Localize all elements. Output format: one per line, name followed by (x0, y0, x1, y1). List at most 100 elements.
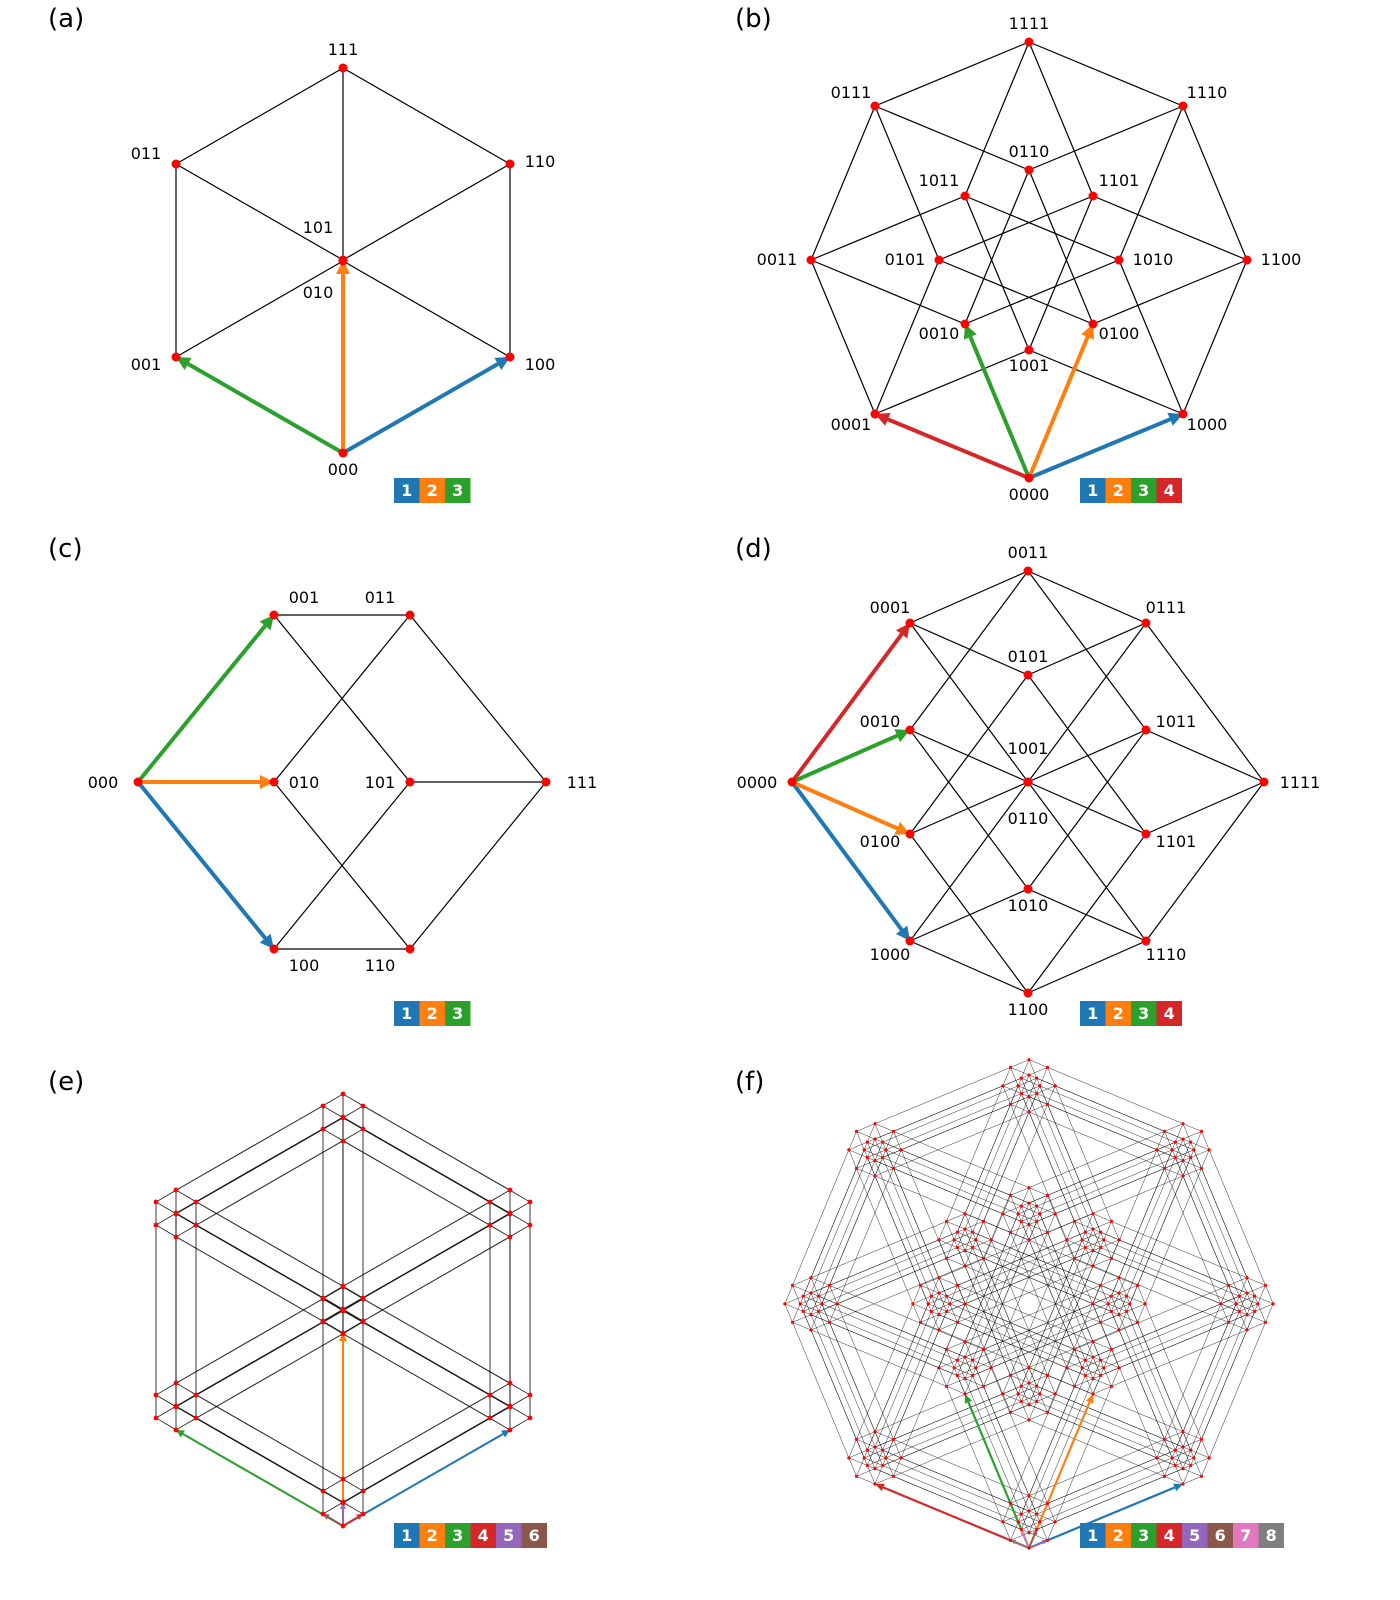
tesseract-edge (938, 259, 1094, 325)
vertex-dot (806, 255, 816, 265)
vertex-dot (937, 1366, 941, 1370)
hypercube-edge (1002, 1067, 1011, 1086)
vertex-dot (1162, 1474, 1167, 1478)
hypercube-edge (938, 1314, 958, 1323)
vertex-dot (153, 1222, 159, 1228)
tesseract-edge (909, 940, 1029, 994)
legend-label-4: 4 (1164, 1004, 1175, 1023)
tesseract-edge (1027, 622, 1147, 783)
hypercube-edge (155, 1394, 177, 1408)
vertex-dot (854, 1437, 859, 1441)
vertex-dot (1065, 1238, 1069, 1242)
vertex-label-0100: 0100 (860, 832, 901, 851)
vertex-dot (817, 1309, 821, 1314)
vertex-dot (360, 1103, 366, 1109)
vertex-dot (1083, 1230, 1087, 1234)
tesseract-edge (909, 622, 1029, 783)
hypercube-edge (155, 1189, 177, 1203)
vertex-dot (505, 352, 515, 362)
tesseract-edge (1092, 195, 1248, 261)
hypercube-edge (864, 1141, 883, 1151)
vertex-dot (1019, 1527, 1023, 1532)
vertex-label-0110: 0110 (1009, 142, 1050, 161)
vertex-dot (1038, 1520, 1042, 1524)
hypercube-edge (803, 1296, 868, 1451)
hypercube-edge (1028, 1503, 1048, 1512)
hypercube-edge (829, 1131, 894, 1286)
vertex-dot (1199, 1437, 1204, 1441)
vertex-dot (153, 1199, 159, 1205)
legend-swatch-1 (1080, 1001, 1106, 1026)
legend-swatch-1 (394, 1523, 420, 1548)
hypercube-edge (949, 1285, 958, 1304)
hypercube-edge (155, 1224, 324, 1322)
vertex-dot (507, 1427, 513, 1433)
vertex-label-001: 001 (131, 355, 162, 374)
tesseract-edge (909, 622, 1029, 676)
cube-edge (409, 781, 547, 950)
hypercube-edge (1175, 1157, 1184, 1177)
vertex-dot (1173, 1155, 1177, 1160)
panel-d: (d) 100010011010101111001101111011110000… (735, 534, 1320, 1026)
hypercube-edge (1144, 1149, 1210, 1304)
tesseract-edge (909, 729, 1029, 783)
hypercube-edge (1028, 1367, 1048, 1376)
hypercube-edge (848, 1457, 868, 1466)
hypercube-edge (893, 1149, 902, 1169)
vertex-dot (1045, 1538, 1050, 1542)
tesseract-edge (874, 259, 940, 415)
hypercube-edge (1054, 1367, 1120, 1522)
vertex-dot (1008, 1538, 1013, 1542)
vertex-dot (854, 1474, 859, 1478)
hypercube-edge (175, 1405, 344, 1503)
hypercube-edge (1182, 1138, 1191, 1158)
vertex-dot (1181, 1122, 1185, 1126)
vertex-label-0000: 0000 (737, 773, 778, 792)
vertex-dot (948, 1302, 952, 1306)
vertex-dot (937, 1313, 941, 1317)
legend-label-3: 3 (1138, 1004, 1149, 1023)
tesseract-edge (1118, 259, 1184, 415)
vertex-dot (899, 1456, 903, 1460)
basis-arrow-2-shaft (1027, 1401, 1091, 1549)
hypercube-edge (946, 1221, 966, 1230)
hypercube-edge (792, 1322, 947, 1387)
hypercube-edge (874, 1131, 894, 1140)
hypercube-edge (964, 1228, 973, 1248)
hypercube-edge (175, 1189, 344, 1287)
hypercube-edge (964, 1356, 973, 1376)
hypercube-edge (893, 1131, 902, 1150)
vertex-dot (937, 1328, 941, 1332)
hypercube-edge (818, 1303, 838, 1312)
cube-edge (175, 260, 344, 358)
hypercube-edge (1111, 1296, 1120, 1315)
hypercube-edge (882, 1149, 902, 1158)
hypercube-edge (983, 1349, 1048, 1504)
vertex-dot (1023, 670, 1033, 680)
hypercube-edge (342, 1309, 511, 1407)
vertex-dot (1027, 1223, 1031, 1227)
vertex-dot (873, 1137, 877, 1141)
basis-arrow-1-shaft (1028, 1486, 1176, 1550)
hypercube-edge (1039, 1149, 1194, 1215)
hypercube-edge (848, 1141, 868, 1151)
hypercube-edge (829, 1285, 894, 1440)
cube-edge (175, 67, 344, 165)
vertex-dot (173, 1234, 179, 1240)
hypercube-edge (818, 1142, 883, 1297)
basis-arrow-2-shaft (791, 780, 898, 831)
hypercube-edge (810, 1292, 876, 1448)
tesseract-edge (964, 169, 1030, 325)
vertex-dot (1207, 1456, 1211, 1460)
vertex-dot (320, 1126, 326, 1132)
vertex-label-1001: 1001 (1009, 356, 1050, 375)
hypercube-edge (322, 1394, 491, 1492)
vertex-label-1110: 1110 (1146, 945, 1187, 964)
hypercube-edge (848, 1149, 868, 1158)
vertex-dot (1099, 1230, 1103, 1234)
vertex-dot (487, 1222, 493, 1228)
hypercube-edge (1111, 1311, 1120, 1331)
vertex-dot (1237, 1309, 1241, 1314)
tesseract-edge (1027, 833, 1147, 994)
hypercube-edge (1028, 1431, 1184, 1496)
